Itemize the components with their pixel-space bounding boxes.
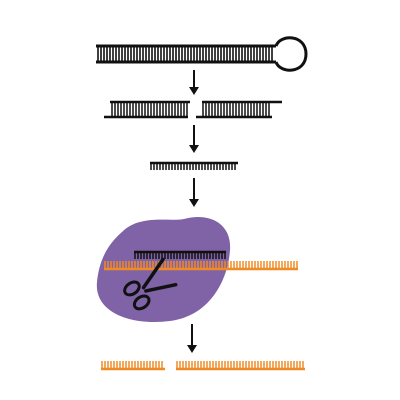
cleaved-duplex-left [104,100,190,119]
target-mrna [104,261,298,271]
arrow-4 [187,324,197,353]
arrow-1 [189,70,199,95]
hairpin-rna [96,36,308,72]
scissors-icon [123,257,178,311]
guide-strand [150,161,238,170]
cleaved-duplex-right [196,100,282,119]
arrow-3 [189,178,199,207]
bound-guide-strand [134,250,226,259]
cleaved-mrna-right [176,361,305,371]
hairpin-loop [274,36,308,72]
risc-complex [96,217,298,322]
arrow-2 [189,125,199,153]
cleaved-mrna-left [101,361,165,371]
hairpin-base-pairs [97,46,273,62]
